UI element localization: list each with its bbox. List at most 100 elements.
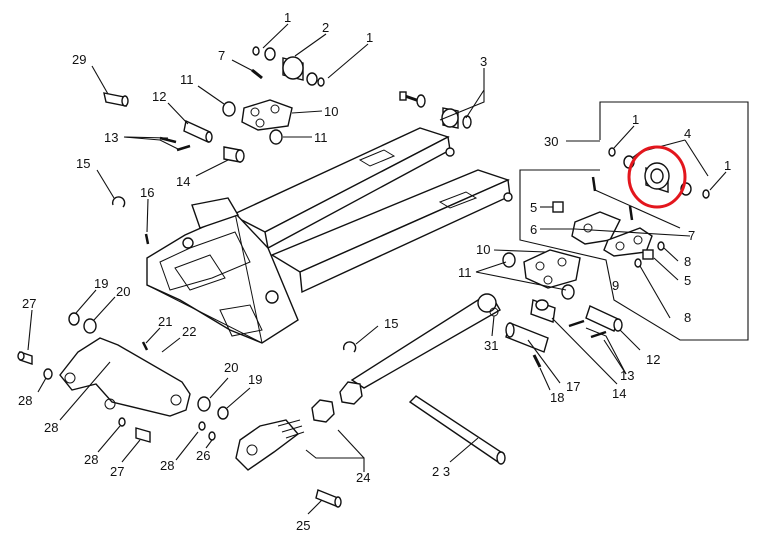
part-11-bushing-a: [222, 101, 236, 117]
part-1-washer-c: [608, 147, 616, 157]
callout-23: 2 3: [432, 464, 450, 479]
part-15-circlip-a: [111, 196, 126, 208]
callout-11: 11: [458, 265, 472, 280]
callout-28: 28: [84, 452, 98, 467]
callout-13: 13: [104, 130, 118, 145]
part-20-bushing-b: [197, 396, 211, 412]
part-13-spring-pins-b: [568, 319, 607, 339]
callout-14: 14: [176, 174, 190, 189]
callout-30: 30: [544, 134, 558, 149]
callout-28: 28: [160, 458, 174, 473]
callout-24: 24: [356, 470, 370, 485]
callout-5: 5: [684, 273, 691, 288]
part-11-bushing-b: [269, 129, 283, 145]
part-27-pin-b: [135, 427, 151, 443]
callout-12: 12: [646, 352, 660, 367]
callout-18: 18: [550, 390, 564, 405]
callout-8: 8: [684, 254, 691, 269]
part-20-bushing-a: [83, 318, 97, 334]
callout-10: 10: [476, 242, 490, 257]
callout-5: 5: [530, 200, 537, 215]
part-19-washer-a: [68, 312, 80, 326]
callout-11: 11: [180, 72, 194, 87]
part-31-tie-rod: [350, 293, 501, 389]
callout-31: 31: [484, 338, 498, 353]
part-5-pin-b: [642, 249, 654, 260]
callout-21: 21: [158, 314, 172, 329]
leader-lines: [27, 23, 727, 515]
callout-1: 1: [366, 30, 373, 45]
part-22-lever-arm: [59, 337, 191, 417]
callout-15: 15: [76, 156, 90, 171]
part-18-pin: [532, 354, 542, 368]
part-14-bushing-a: [223, 146, 245, 163]
callout-7: 7: [218, 48, 225, 63]
callout-19: 19: [94, 276, 108, 291]
part-5-pin-a: [552, 201, 564, 213]
part-12-pin-a: [183, 119, 213, 144]
part-29-axle: [103, 92, 129, 107]
callout-28: 28: [44, 420, 58, 435]
part-1-washer-b: [317, 77, 325, 87]
part-15-circlip-b: [342, 341, 357, 353]
part-16-pin: [144, 233, 150, 245]
callout-13: 13: [620, 368, 634, 383]
callout-1: 1: [632, 112, 639, 127]
part-8-washer-b: [634, 258, 642, 268]
part-1-washer-a: [252, 46, 260, 56]
assembly-30-box: [519, 101, 749, 341]
callout-10: 10: [324, 104, 338, 119]
callout-22: 22: [182, 324, 196, 339]
part-8-washer-a: [657, 241, 665, 251]
part-6-link-plate: [571, 211, 653, 257]
part-23-handle-rod: [408, 395, 506, 465]
part-28-bushing-c: [198, 421, 206, 431]
part-3-bolt-and-bushing: [399, 91, 472, 129]
callout-26: 26: [196, 448, 210, 463]
callout-15: 15: [384, 316, 398, 331]
fork-frame: [146, 127, 513, 344]
part-28-bushing-b: [118, 417, 126, 427]
part-21-pin: [141, 341, 149, 351]
callout-8: 8: [684, 310, 691, 325]
callout-9: 9: [612, 278, 619, 293]
part-1-washer-d: [702, 189, 710, 199]
part-7-pins-b: [591, 176, 634, 221]
callout-14: 14: [612, 386, 626, 401]
part-17-axle: [505, 322, 549, 353]
callout-1: 1: [724, 158, 731, 173]
callout-20: 20: [116, 284, 130, 299]
callout-1: 1: [284, 10, 291, 25]
part-19-washer-b: [217, 406, 229, 420]
callout-4: 4: [684, 126, 691, 141]
callout-20: 20: [224, 360, 238, 375]
callout-3: 3: [480, 54, 487, 69]
part-10-link-block-b: [523, 249, 581, 289]
callout-17: 17: [566, 379, 580, 394]
part-25-pin: [315, 489, 342, 508]
part-4-roller: [623, 155, 692, 196]
callout-11: 11: [314, 130, 328, 145]
callout-16: 16: [140, 185, 154, 200]
part-14-bushing-b: [530, 299, 556, 323]
callout-28: 28: [18, 393, 32, 408]
part-11-bushing-c: [502, 252, 516, 268]
callout-12: 12: [152, 89, 166, 104]
part-2-roller-bushing: [264, 47, 318, 86]
callout-27: 27: [22, 296, 36, 311]
part-27-pin-a: [17, 351, 33, 365]
callout-7: 7: [688, 228, 695, 243]
callout-29: 29: [72, 52, 86, 67]
callout-labels: 1 1 2 7 29 11 12 10 11 13 14 15 16 3 30 …: [18, 10, 731, 533]
part-24-nut-and-clevis: [235, 381, 363, 471]
callout-27: 27: [110, 464, 124, 479]
part-26-pin: [208, 431, 216, 441]
callout-2: 2: [322, 20, 329, 35]
highlight-circle: [627, 145, 687, 209]
callout-19: 19: [248, 372, 262, 387]
part-12-pin-b: [585, 305, 623, 332]
part-11-bushing-d: [561, 284, 575, 300]
callout-6: 6: [530, 222, 537, 237]
part-10-link-block-a: [241, 99, 293, 131]
